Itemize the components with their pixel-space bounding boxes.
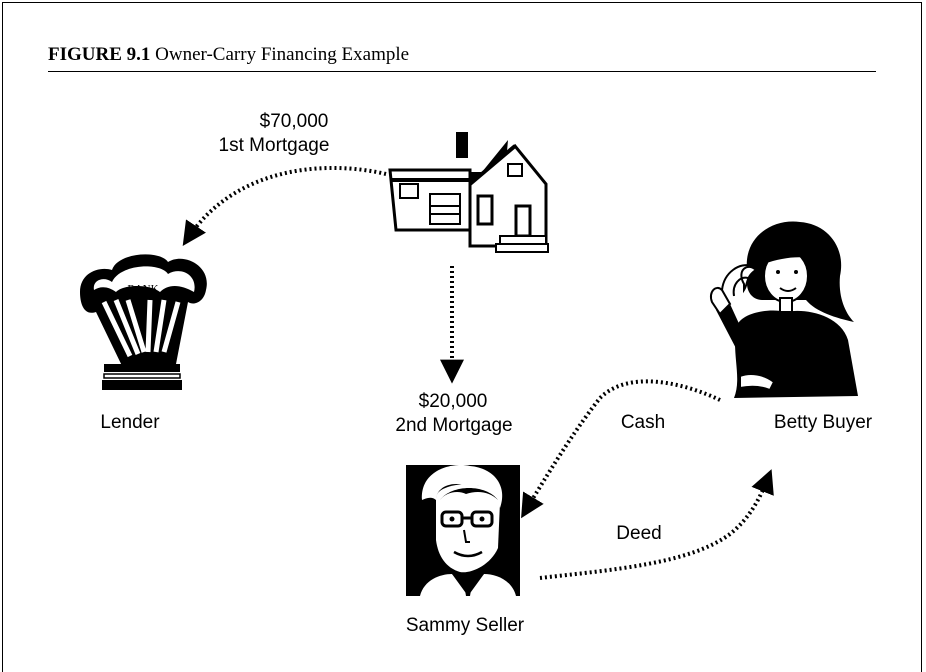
buyer-woman-icon <box>710 221 858 398</box>
seller-man-icon <box>406 465 520 596</box>
house-icon <box>388 132 549 253</box>
figure-title: Owner-Carry Financing Example <box>155 44 410 65</box>
bank-icon: BANK <box>80 254 207 390</box>
deed-arrow <box>539 469 774 580</box>
second-mortgage-amount: $20,000 <box>418 391 488 412</box>
deed-label: Deed <box>616 523 662 544</box>
cash-arrow <box>521 379 721 519</box>
cash-label: Cash <box>620 412 666 433</box>
lender-label: Lender <box>100 412 160 433</box>
first-mortgage-amount: $70,000 <box>259 111 329 132</box>
first-mortgage-label: 1st Mortgage <box>218 135 330 156</box>
first-mortgage-arrow <box>182 165 387 246</box>
bank-sign: BANK <box>127 283 158 295</box>
buyer-label: Betty Buyer <box>773 412 873 433</box>
caption-rule <box>48 71 876 72</box>
figure-label: FIGURE 9.1 <box>48 44 151 65</box>
figure-caption: FIGURE 9.1 Owner-Carry Financing Example <box>48 44 409 66</box>
seller-label: Sammy Seller <box>405 615 525 636</box>
second-mortgage-label: 2nd Mortgage <box>395 415 513 436</box>
